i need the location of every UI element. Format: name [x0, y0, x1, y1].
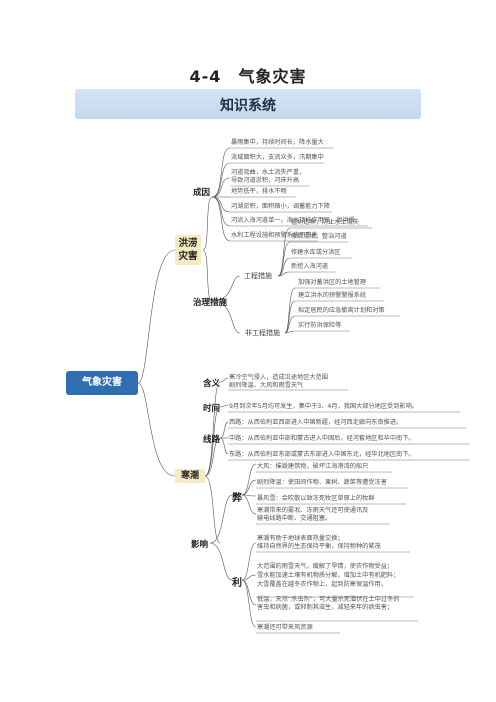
section-banner: 知识系统	[75, 89, 421, 119]
non-engineering-node: 非工程措施	[245, 329, 280, 337]
page-title: 4-4 气象灾害	[189, 67, 307, 86]
harm-item: 暴风雪：会吹散以致冻死牧区草原上的牧群	[257, 495, 375, 502]
non-engineering-item: 加强对蓄洪区的土地管理	[298, 279, 367, 286]
engineering-item: 植树造林，防止水土流失	[291, 219, 360, 226]
definition-item: 剧烈降温、大风和雨雪天气	[229, 382, 304, 389]
benefit-node: 利	[232, 578, 242, 589]
benefit-item: 害虫和病菌，或抑制其滋生，减轻来年的病虫害；	[257, 604, 394, 611]
flood-label-line1: 洪涝	[178, 238, 198, 249]
harm-item: 寒潮带来的雾凇、冻雨天气还可使通讯及	[257, 507, 369, 514]
flood-node: 洪涝 灾害	[175, 235, 201, 265]
cause-item: 导致河道淤积，河床升高	[231, 177, 300, 184]
engineering-item: 修建水库或分洪区	[291, 249, 341, 256]
root-node: 气象灾害	[66, 371, 138, 395]
cause-item: 地势低平，排水不畅	[231, 188, 287, 195]
engineering-item: 新挖入海河道	[291, 263, 329, 270]
routes-node: 线路	[203, 435, 221, 445]
benefit-item: 大范围的雨雪天气，缓解了旱情，使农作物受益；	[257, 563, 394, 570]
non-engineering-item: 建立洪水的预警警报系统	[298, 292, 367, 299]
banner-title: 知识系统	[220, 98, 276, 114]
cause-item: 暴雨集中，持续时间长，降水量大	[231, 139, 324, 146]
harm-item: 大风：摧毁建筑物，破坏江海港湾的船只	[257, 463, 369, 470]
benefit-item: 维持自然界的生态保持平衡，保持物种的繁茂	[257, 543, 381, 550]
non-engineering-item: 实行防洪保险等	[298, 322, 342, 329]
flood-label-line2: 灾害	[178, 251, 198, 262]
time-node: 时间	[203, 404, 221, 414]
benefit-item: 大雪覆盖在越冬农作物上，起到防寒保温作用。	[257, 581, 387, 588]
impact-node: 影响	[191, 540, 209, 550]
cause-item: 水利工程设施和预警系统不完善	[231, 232, 318, 239]
route-item: 东路：从西伯利亚东部或蒙古东部进入中国东北，经华北地区南下。	[229, 451, 415, 458]
definition-node: 含义	[203, 379, 221, 389]
engineering-item: 修筑堤坝，整治河道	[291, 233, 347, 240]
benefit-item: 低温，天然“杀虫剂”，可大量杀死潜伏在土中过冬的	[257, 596, 400, 603]
route-item: 西路：从西伯利亚西部进入中国新疆，经河西走廊向东南推进。	[229, 419, 403, 426]
governance-node: 治理措施	[193, 298, 228, 308]
engineering-node: 工程措施	[244, 272, 272, 280]
time-item: 9月到次年5月均可发生，集中于3、4月，我国大部分地区受到影响。	[229, 403, 418, 410]
benefit-item: 雪水能加速土壤有机物质分解，增加土中有机肥料；	[257, 572, 400, 579]
non-engineering-item: 拟定居民的应急撤离计划和对策	[298, 307, 385, 314]
cause-item: 河道弯曲，水土流失严重，	[231, 169, 306, 176]
cause-item: 河湖淤积，面积缩小，调蓄能力下降	[231, 203, 330, 210]
harm-item: 输电线路中断、交通阻塞。	[257, 515, 332, 522]
harm-node: 弊	[232, 493, 242, 504]
benefit-item: 寒潮还可带来风资源	[257, 624, 313, 631]
cause-item: 河流入海河道单一，海水顶托作用强，泄洪慢	[231, 217, 355, 224]
route-item: 中路：从西伯利亚中部和蒙古进入中国后，经河套地区和华中南下。	[229, 435, 415, 442]
cause-item: 流域面积大，支流众多，汛期集中	[231, 154, 324, 161]
harm-item: 剧烈降温：使田间作物、果树、蔬菜等遭受冻害	[257, 479, 387, 486]
definition-item: 寒冷空气侵入，造成沿途地区大范围	[229, 374, 328, 381]
causes-node: 成因	[193, 188, 211, 198]
cold-wave-node: 寒潮	[175, 469, 205, 483]
benefit-item: 寒潮有助于地球表面热量交换；	[257, 535, 344, 542]
